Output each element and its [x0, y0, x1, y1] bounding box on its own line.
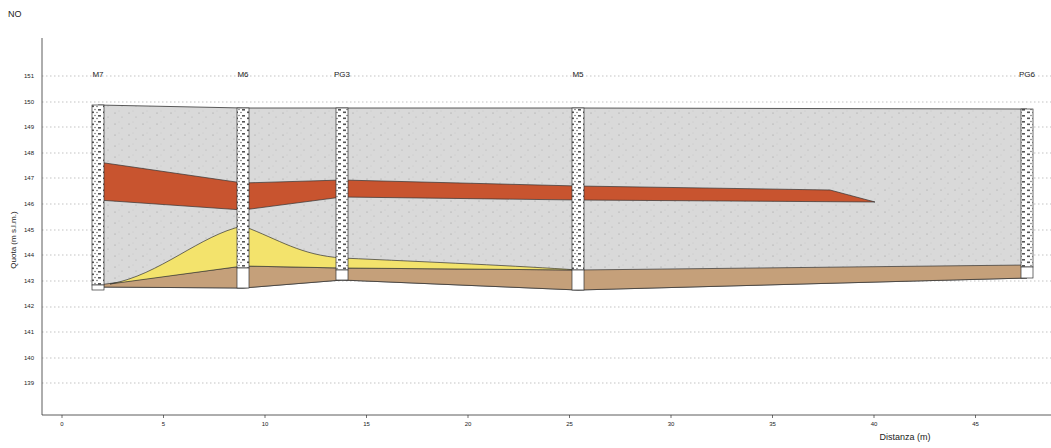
- fill-layer: [98, 105, 1027, 290]
- borehole-label: PG3: [334, 71, 350, 79]
- distance-tick: 40: [871, 421, 878, 427]
- borehole-label: M6: [237, 71, 248, 79]
- distance-tick: 20: [465, 421, 472, 427]
- distance-tick: 10: [262, 421, 269, 427]
- clay-band: [98, 162, 875, 210]
- distance-tick: 5: [162, 421, 165, 427]
- distance-tick: 0: [60, 421, 63, 427]
- elevation-tick: 150: [24, 99, 34, 105]
- axis-tick: [366, 415, 367, 418]
- elevation-tick: 149: [24, 124, 34, 130]
- elevation-tick: 151: [24, 73, 34, 79]
- elevation-tick: 142: [24, 303, 34, 309]
- elevation-tick: 140: [24, 355, 34, 361]
- axis-tick: [163, 415, 164, 418]
- elevation-tick: 147: [24, 175, 34, 181]
- elevation-tick: 148: [24, 150, 34, 156]
- axis-tick: [265, 415, 266, 418]
- distance-tick: 25: [566, 421, 573, 427]
- distance-tick: 35: [769, 421, 776, 427]
- distance-tick: 45: [972, 421, 979, 427]
- axes: [42, 38, 1051, 415]
- axis-tick: [62, 415, 63, 418]
- elevation-tick: 145: [24, 227, 34, 233]
- distance-tick: 30: [668, 421, 675, 427]
- axis-tick: [671, 415, 672, 418]
- borehole-columns: [92, 105, 1033, 290]
- elevation-tick: 139: [24, 380, 34, 386]
- elevation-tick: 141: [24, 329, 34, 335]
- elevation-tick: 143: [24, 278, 34, 284]
- borehole-label: M5: [572, 71, 583, 79]
- axis-tick: [569, 415, 570, 418]
- grid: [42, 76, 1051, 383]
- orientation-label: NO: [8, 10, 22, 19]
- borehole-label: PG6: [1019, 71, 1035, 79]
- elevation-tick: 146: [24, 201, 34, 207]
- axis-tick: [975, 415, 976, 418]
- axis-title: Distanza (m): [879, 433, 930, 442]
- elevation-tick: 144: [24, 252, 34, 258]
- axis-tick: [874, 415, 875, 418]
- axis-tick: [772, 415, 773, 418]
- borehole-label: M7: [92, 71, 103, 79]
- distance-tick: 15: [363, 421, 370, 427]
- axis-tick: [468, 415, 469, 418]
- axis-title: Quota (m s.l.m.): [10, 211, 18, 268]
